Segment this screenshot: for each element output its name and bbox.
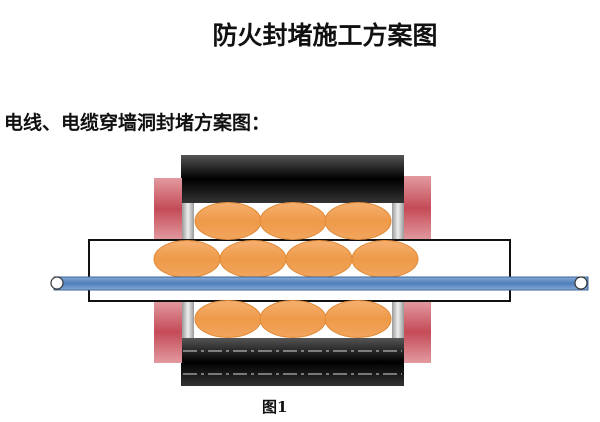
cable-end-left (50, 276, 64, 290)
fire-bag (351, 240, 419, 278)
cable-end-right (574, 276, 588, 290)
flange-left-bottom (154, 301, 182, 363)
fire-bag (259, 202, 327, 240)
fire-bag-group (153, 202, 419, 338)
wall-bottom (181, 338, 404, 386)
fire-bag (324, 202, 392, 240)
fire-bag (194, 300, 262, 338)
fire-bag (194, 202, 262, 240)
fire-bag (259, 300, 327, 338)
fire-bag (153, 240, 221, 278)
flange-right-top (404, 176, 431, 240)
flange-left-top (154, 178, 182, 240)
gap-left-bottom (182, 301, 194, 338)
figure-caption: 图1 (262, 398, 288, 416)
fire-bag (285, 240, 353, 278)
gap-right-bottom (392, 301, 404, 338)
flange-right-bottom (404, 301, 431, 363)
cable (53, 276, 589, 291)
fire-bag (324, 300, 392, 338)
page-title: 防火封堵施工方案图 (212, 21, 438, 50)
gap-right-top (392, 203, 404, 240)
fire-bag (219, 240, 287, 278)
wall-top (181, 155, 404, 203)
gap-left-top (182, 203, 194, 240)
section-heading: 电线、电缆穿墙洞封堵方案图： (4, 112, 271, 134)
